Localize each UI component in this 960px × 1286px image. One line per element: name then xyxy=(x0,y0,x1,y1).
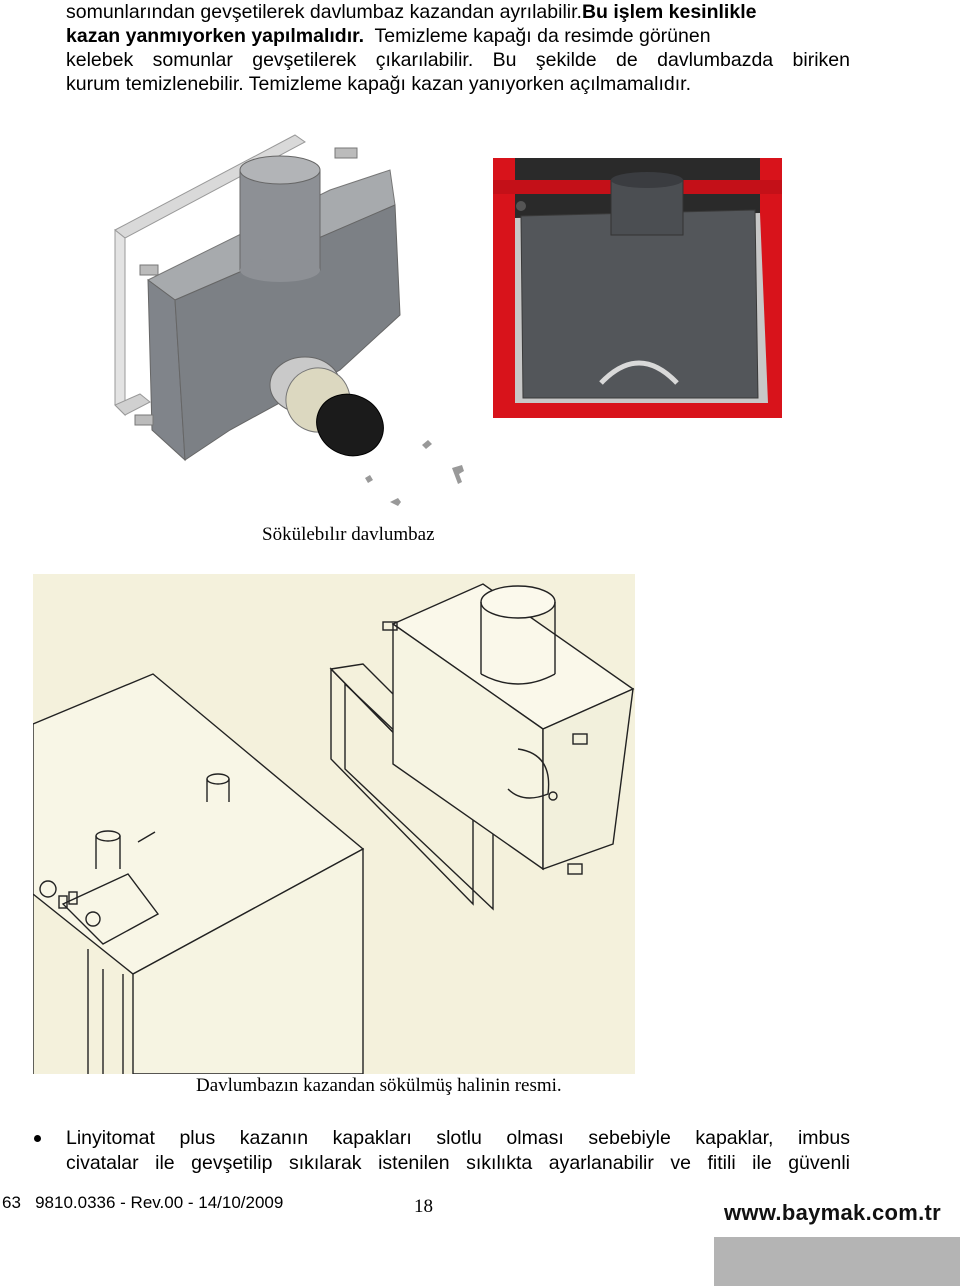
wing-nut-icon xyxy=(452,465,464,484)
page-number: 18 xyxy=(414,1196,433,1217)
clamp-icon xyxy=(334,147,358,159)
bullet-line-1: Linyitomat plus kazanın kapakları slotlu… xyxy=(66,1127,850,1149)
flue-pipe-opening xyxy=(239,155,321,185)
wing-nut-icon xyxy=(422,440,432,449)
control-knob-icon xyxy=(85,911,101,927)
hood-right-face xyxy=(542,687,634,870)
bullet-line-2: civatalar ile gevşetilip sıkılarak isten… xyxy=(66,1152,850,1174)
hood-photo xyxy=(493,158,782,418)
flue-pipe xyxy=(610,179,684,236)
boiler-exploded-drawing xyxy=(33,574,635,1074)
intro-line-4: kurum temizlenebilir. Temizleme kapağı k… xyxy=(66,73,691,95)
clip-icon xyxy=(572,733,588,745)
clamp-icon xyxy=(139,264,159,276)
intro-line-1-text: somunlarından gevşetilerek davlumbaz kaz… xyxy=(66,1,582,23)
figure-2-caption: Davlumbazın kazandan sökülmüş halinin re… xyxy=(196,1075,562,1096)
hood-front-face xyxy=(174,204,401,461)
boiler-frame-left xyxy=(493,158,515,418)
hood-render-illustration xyxy=(114,134,464,506)
footer-grey-block xyxy=(714,1237,960,1286)
cleaning-opening xyxy=(507,748,550,799)
website-link[interactable]: www.baymak.com.tr xyxy=(724,1200,942,1225)
boiler-front xyxy=(132,847,364,1074)
figure-1-caption: Sökülebılır davlumbaz xyxy=(262,524,435,545)
flue-pipe-opening xyxy=(480,585,556,619)
wing-nut-icon xyxy=(365,475,373,483)
cleaning-cover-plate xyxy=(316,393,384,457)
hood-box xyxy=(520,209,759,399)
cleaning-handle xyxy=(599,360,679,385)
wing-nut-icon xyxy=(390,498,401,506)
warning-text-2: kazan yanmıyorken yapılmalıdır. xyxy=(66,25,365,47)
bolt-icon xyxy=(548,791,558,801)
intro-line-2: kazan yanmıyorken yapılmalıdır. Temizlem… xyxy=(66,24,850,49)
hood-frame-left xyxy=(114,228,126,417)
clamp-icon xyxy=(134,414,154,426)
thermostat-knob-icon xyxy=(39,880,57,898)
document-reference: 63 9810.0336 - Rev.00 - 14/10/2009 xyxy=(2,1193,284,1212)
control-panel xyxy=(61,873,160,945)
clip-icon xyxy=(382,621,398,631)
flue-pipe xyxy=(239,169,321,271)
intro-line-3: kelebek somunlar gevşetilerek çıkarılabi… xyxy=(66,49,850,71)
warning-text-1: Bu işlem kesinlikle xyxy=(581,1,757,23)
clip-icon xyxy=(567,863,583,875)
intro-line-2-text: Temizleme kapağı da resimde görünen xyxy=(364,25,711,47)
hood-frame-bottom xyxy=(114,393,151,416)
intro-line-1: somunlarından gevşetilerek davlumbaz kaz… xyxy=(66,0,850,25)
bullet-icon xyxy=(34,1135,41,1142)
